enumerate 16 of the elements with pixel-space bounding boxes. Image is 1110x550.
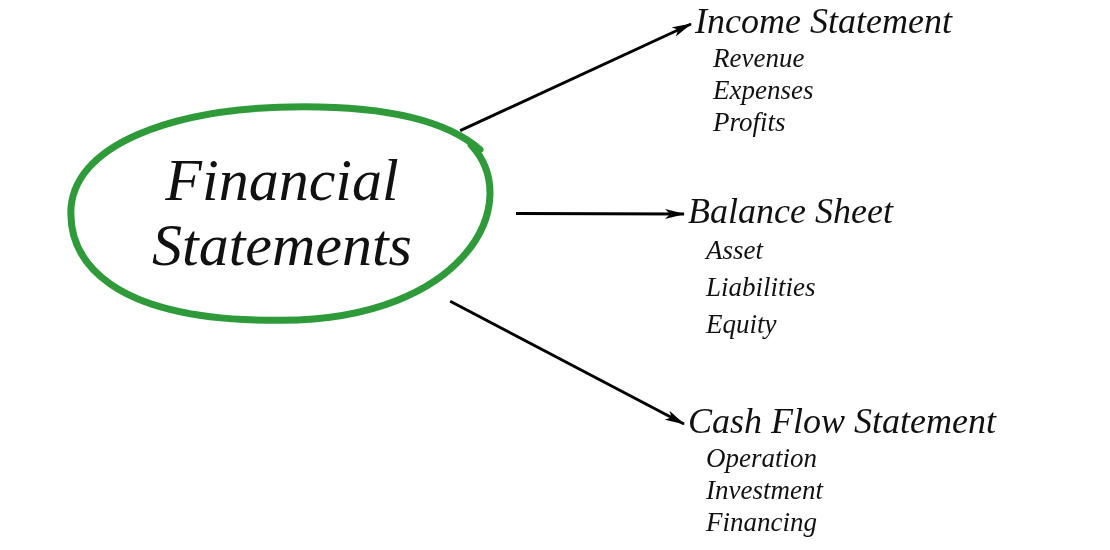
list-item: Revenue [713, 41, 805, 74]
list-item: Financing [706, 505, 817, 538]
statement-heading: Income Statement [695, 2, 954, 42]
list-item: Liabilities [706, 270, 816, 304]
statement-heading: Cash Flow Statement [688, 402, 998, 442]
statement-heading: Balance Sheet [688, 192, 895, 232]
list-item: Operation [706, 441, 817, 474]
list-item: Asset [706, 233, 763, 267]
list-item: Profits [713, 105, 786, 138]
list-item: Equity [706, 307, 777, 341]
arrow [516, 208, 685, 219]
node-title: Financial Statements [151, 148, 413, 278]
list-item: Investment [706, 473, 823, 506]
arrow [459, 22, 692, 133]
list-item: Expenses [713, 73, 814, 106]
arrow [449, 299, 685, 426]
